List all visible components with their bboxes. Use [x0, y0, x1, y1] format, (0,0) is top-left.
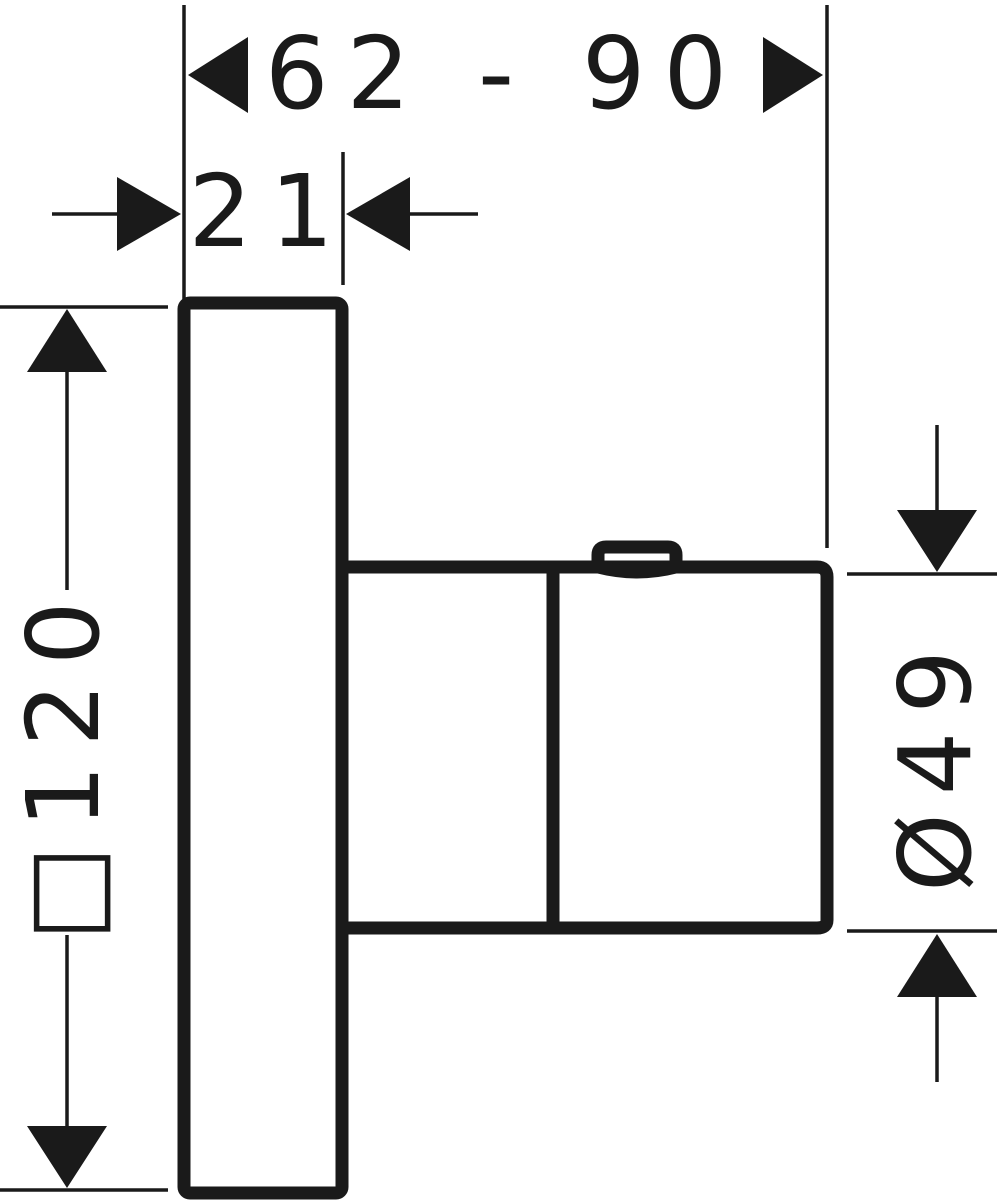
plate-depth-label: 21 [188, 153, 351, 270]
dimension-depth-range: 62 - 90 [188, 15, 823, 132]
dimension-plate-depth: 21 [52, 153, 478, 270]
arrow-plate-size-bottom [27, 1126, 107, 1188]
handle-knob [546, 560, 834, 935]
extension-lines [0, 5, 997, 1192]
dimension-plate-size: □120 [5, 309, 122, 1188]
arrow-plate-depth-right [346, 177, 410, 251]
dimension-handle-diameter: Ø49 [877, 425, 994, 1082]
spindle-sleeve [342, 560, 560, 935]
plate-size-label: □120 [5, 583, 122, 940]
part-outline [177, 296, 834, 1200]
arrow-plate-depth-left [117, 177, 181, 251]
handle-diameter-label: Ø49 [877, 632, 994, 892]
arrow-diameter-bottom [897, 934, 977, 997]
arrow-diameter-top [897, 510, 977, 572]
arrow-plate-size-top [27, 309, 107, 372]
handle-indicator-tab [591, 540, 683, 579]
cover-plate [177, 296, 349, 1200]
arrow-depth-left [188, 37, 248, 113]
arrow-depth-right [763, 37, 823, 113]
depth-range-label: 62 - 90 [265, 15, 745, 132]
